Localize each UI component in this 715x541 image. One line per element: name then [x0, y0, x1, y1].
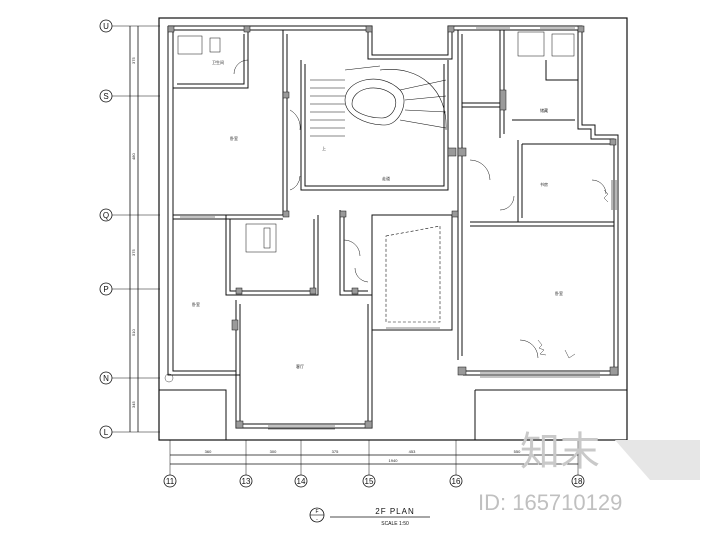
grid-label-13: 13 [242, 477, 251, 486]
grid-bubble-P: P [99, 282, 113, 296]
grid-label-18: 18 [574, 477, 583, 486]
drawing-title: 2F PLAN [375, 507, 414, 516]
dim-bottom-1: 360 [205, 449, 212, 454]
grid-label-N: N [103, 374, 109, 383]
grid-label-11: 11 [166, 477, 175, 486]
grid-bubble-11: 11 [163, 474, 177, 488]
dim-left-2: 480 [131, 153, 136, 160]
grid-label-P: P [103, 285, 108, 294]
watermark-logo: 知末 [520, 429, 600, 475]
drawing-title-block: F - 2F PLAN SCALE 1:50 [309, 507, 430, 527]
dim-bottom-5: 550 [514, 449, 521, 454]
columns [167, 25, 619, 429]
staircase [310, 65, 447, 137]
room-label-left-lower: 卧室 [192, 301, 200, 307]
walls [159, 25, 627, 440]
grid-bubble-15: 15 [362, 474, 376, 488]
grid-bubble-18: 18 [571, 474, 585, 488]
room-label-study: 书房 [540, 181, 548, 187]
room-label-hall: 走道 [382, 175, 390, 181]
grid-label-14: 14 [297, 477, 306, 486]
grid-label-Q: Q [103, 211, 109, 220]
title-marker: F [315, 509, 318, 515]
dim-left-4: 510 [131, 329, 136, 336]
watermark-id: ID: 165710129 [478, 490, 622, 515]
watermark: 知末 ID: 165710129 [478, 429, 700, 515]
door-swings [233, 59, 607, 359]
grid-label-L: L [104, 428, 109, 437]
left-grid-axis: 375 480 375 510 345 [112, 25, 160, 433]
grid-bubble-14: 14 [294, 474, 308, 488]
dim-left-1: 375 [131, 57, 136, 64]
dim-left-5: 345 [131, 401, 136, 408]
dim-bottom-4: 453 [409, 449, 416, 454]
grid-bubble-13: 13 [239, 474, 253, 488]
room-label-center-lower: 客厅 [296, 363, 304, 369]
dim-left-3: 375 [131, 249, 136, 256]
grid-bubble-L: L [99, 425, 113, 439]
dim-bottom-3: 375 [332, 449, 339, 454]
grid-label-U: U [103, 22, 109, 31]
title-marker-sub: - [316, 517, 318, 523]
room-label-left-bedroom: 卧室 [230, 135, 238, 141]
bottom-grid-axis: 360 300 375 453 550 1940 [169, 440, 580, 478]
grid-label-S: S [103, 92, 108, 101]
room-label-bath: 卫生间 [212, 59, 224, 65]
plan-outline [158, 17, 628, 441]
grid-label-16: 16 [452, 477, 461, 486]
grid-label-15: 15 [365, 477, 374, 486]
dim-bottom-total: 1940 [389, 458, 399, 463]
grid-bubble-S: S [99, 89, 113, 103]
grid-bubble-16: 16 [449, 474, 463, 488]
grid-bubble-U: U [99, 19, 113, 33]
grid-bubble-Q: Q [99, 208, 113, 222]
room-label-storage: 储藏 [540, 107, 548, 113]
grid-bubble-N: N [99, 371, 113, 385]
windows [180, 27, 617, 430]
dim-bottom-2: 300 [270, 449, 277, 454]
void-outline [385, 225, 441, 323]
watermark-decoration [615, 440, 700, 480]
drawing-scale: SCALE 1:50 [381, 521, 409, 527]
furniture-marks [164, 189, 609, 383]
room-label-stair: 上 [322, 145, 326, 151]
bath-fixtures [177, 31, 575, 253]
room-label-right-bedroom: 卧室 [555, 290, 563, 296]
